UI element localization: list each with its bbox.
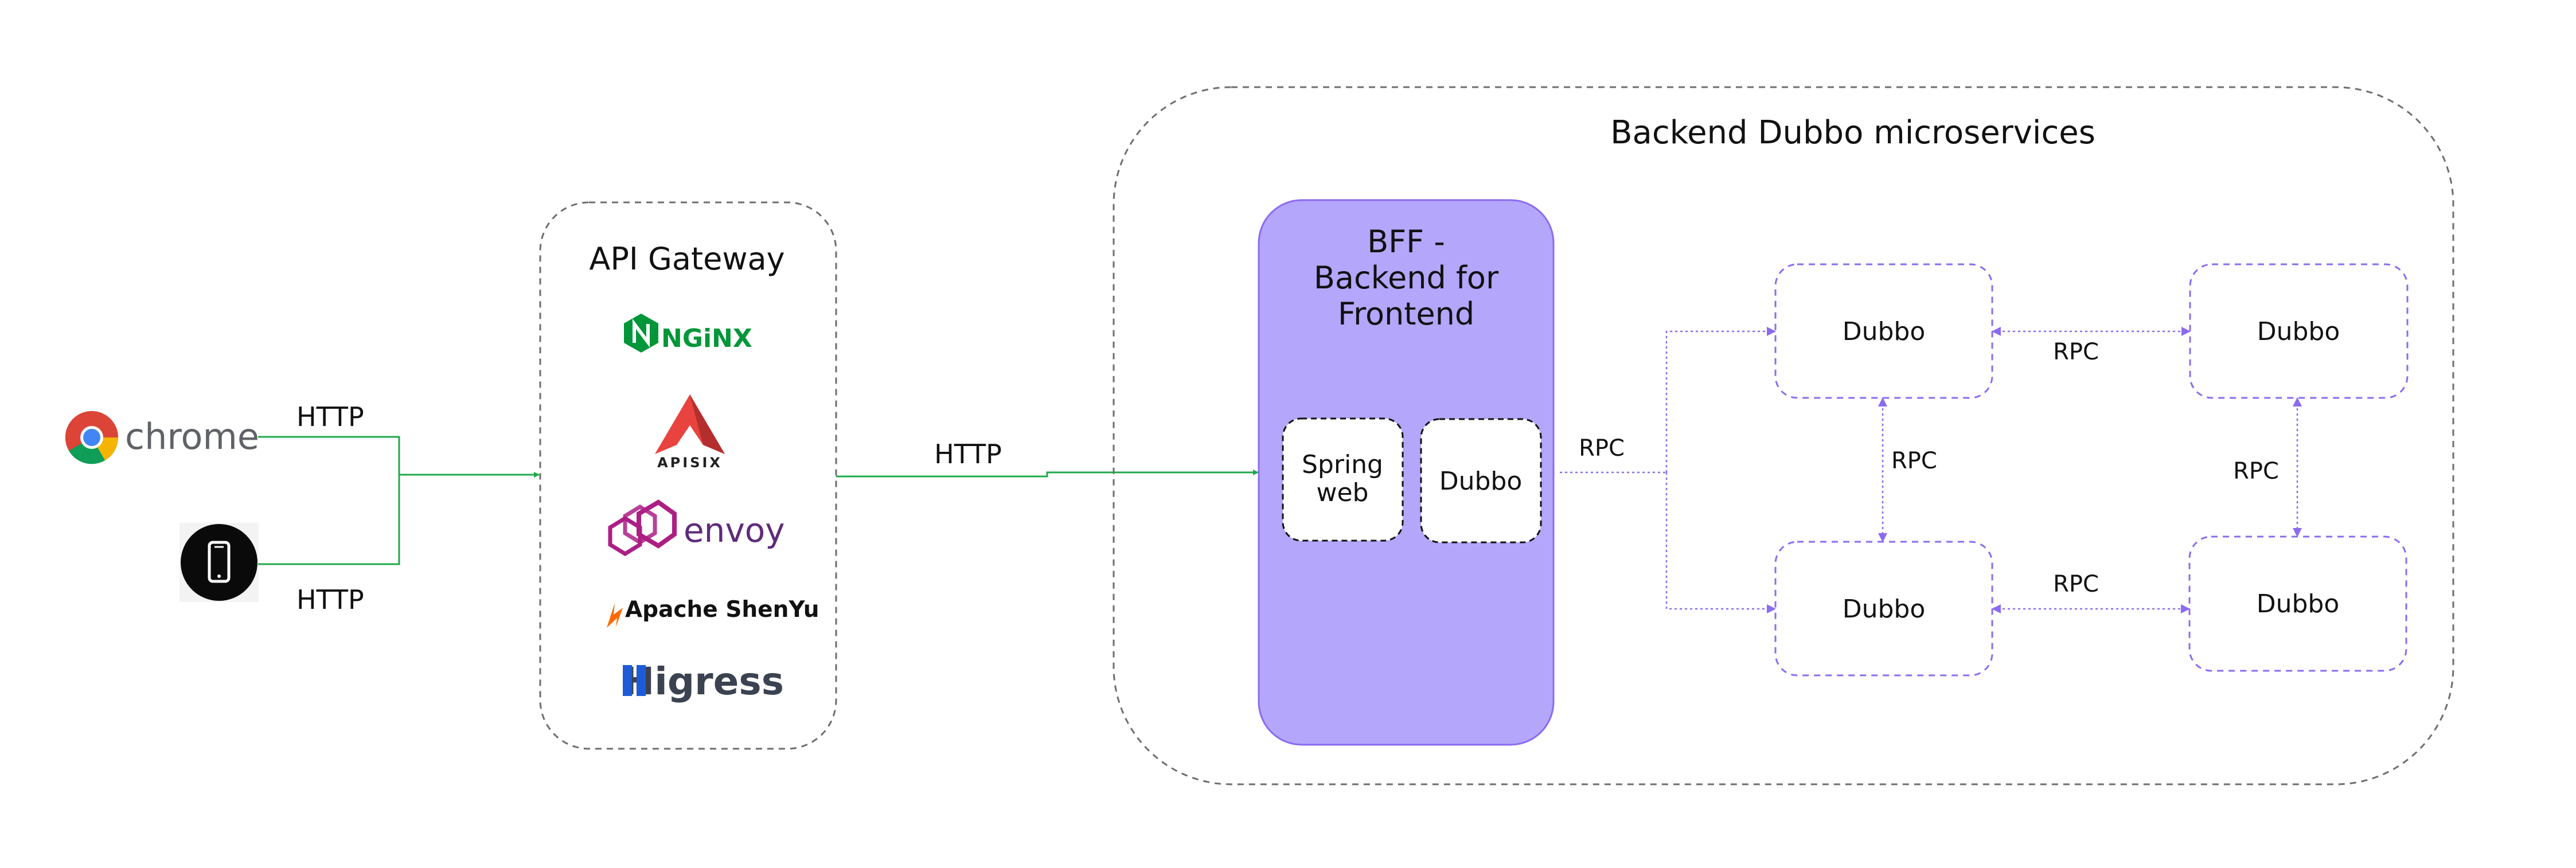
chrome-icon (65, 410, 119, 464)
bff-dubbo-box (1420, 418, 1542, 544)
chrome-client: chrome (65, 410, 259, 464)
backend-container (1113, 86, 2454, 785)
http-label-top: HTTP (296, 401, 364, 432)
bff-box (1258, 199, 1555, 746)
rpc-label-right: RPC (2233, 458, 2279, 484)
dubbo-service-top-right-label: Dubbo (2257, 317, 2340, 346)
svg-text:Apache ShenYu: Apache ShenYu (625, 597, 819, 623)
bff-title-line3: Frontend (1338, 296, 1474, 332)
bff-to-services-connector (1560, 327, 1776, 613)
gateway-to-bff-http-label: HTTP (934, 439, 1002, 470)
bff-title-line1: BFF - (1367, 224, 1445, 260)
svg-text:NGiNX: NGiNX (661, 324, 752, 353)
client-connectors (258, 436, 540, 565)
bff-title-line2: Backend for (1314, 260, 1499, 296)
dubbo-service-bottom-right-label: Dubbo (2257, 589, 2340, 619)
higress-logo: Higress (623, 659, 784, 703)
backend-title: Backend Dubbo microservices (1610, 114, 2095, 151)
service-rpc-connectors (1878, 327, 2302, 613)
gateway-to-bff-connector (836, 470, 1259, 478)
http-label-bottom: HTTP (296, 584, 364, 615)
api-gateway-title: API Gateway (589, 241, 784, 277)
svg-text:Higress: Higress (623, 659, 784, 703)
phone-icon (181, 524, 257, 601)
rpc-label-top: RPC (2053, 339, 2099, 365)
spring-web-line1: Spring (1302, 450, 1383, 479)
mobile-client (179, 523, 259, 602)
spring-web-box (1282, 417, 1404, 542)
bff-dubbo-label: Dubbo (1439, 467, 1523, 496)
nginx-logo: NGiNX (624, 314, 752, 353)
rpc-label-left: RPC (1891, 448, 1937, 474)
spring-web-line2: web (1317, 478, 1369, 507)
shenyu-logo: Apache ShenYu (607, 597, 819, 628)
chrome-label: chrome (125, 416, 259, 458)
apisix-logo: APISIX (655, 394, 725, 471)
dubbo-service-bottom-left-label: Dubbo (1843, 595, 1926, 624)
dubbo-service-top-left-label: Dubbo (1843, 317, 1926, 346)
envoy-logo: envoy (608, 499, 785, 557)
svg-text:APISIX: APISIX (657, 455, 723, 471)
bff-rpc-label: RPC (1579, 435, 1625, 462)
svg-text:envoy: envoy (684, 511, 785, 550)
rpc-label-bottom: RPC (2053, 571, 2099, 597)
